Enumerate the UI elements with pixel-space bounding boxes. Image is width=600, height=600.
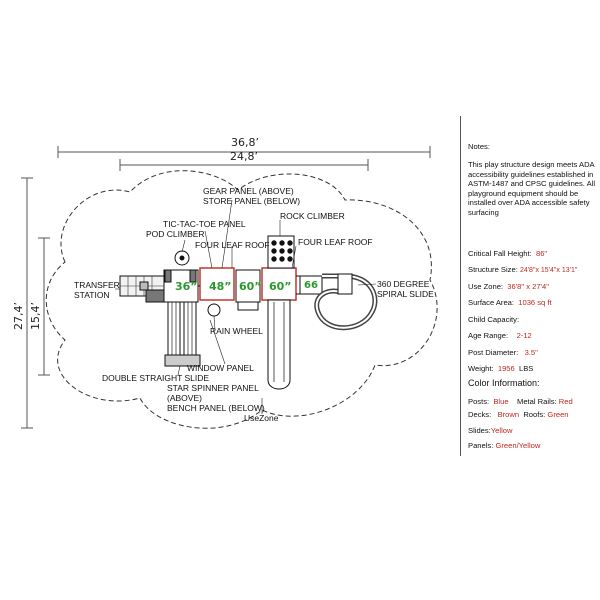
spec-structure-size: Structure Size: 24'8"x 15'4"x 13'1" [468, 265, 578, 274]
double-slide [164, 301, 201, 367]
spec-child-capacity: Child Capacity: [468, 315, 520, 324]
label-pod-climber: POD CLIMBER [146, 229, 205, 239]
label-star-spinner-above: (ABOVE) [167, 393, 202, 403]
label-double-slide: DOUBLE STRAIGHT SLIDE [102, 373, 210, 383]
deck-36: 36” [175, 280, 198, 293]
label-window-panel: WINDOW PANEL [187, 363, 254, 373]
spec-weight: Weight: 1956 LBS [468, 364, 534, 373]
deck-60-b: 60” [269, 280, 292, 293]
notes-title: Notes: [468, 142, 490, 151]
label-gear-panel: GEAR PANEL (ABOVE) [203, 186, 294, 196]
spec-age-range: Age Range: 2-12 [468, 331, 532, 340]
label-four-leaf-roof-1: FOUR LEAF ROOF [195, 240, 270, 250]
label-four-leaf-roof-2: FOUR LEAF ROOF [298, 237, 373, 247]
spec-panel: Notes: This play structure design meets … [460, 116, 600, 456]
long-slide [267, 299, 291, 390]
label-rock-climber: ROCK CLIMBER [280, 211, 345, 221]
inner-height-label: 15,4’ [29, 302, 42, 330]
spec-surface-area: Surface Area: 1036 sq ft [468, 298, 552, 307]
play-structure [119, 235, 378, 390]
label-spiral-2: SPIRAL SLIDE [377, 289, 434, 299]
label-bench-panel: BENCH PANEL (BELOW) [167, 403, 265, 413]
label-rain-wheel: RAIN WHEEL [210, 326, 263, 336]
deck-66: 66 [304, 280, 318, 291]
label-use-zone: UseZone [244, 413, 279, 423]
label-star-spinner: STAR SPINNER PANEL [167, 383, 259, 393]
color-posts-rails: Posts: Blue Metal Rails: Red [468, 397, 573, 406]
label-spiral-1: 360 DEGREE [377, 279, 430, 289]
color-decks-roofs: Decks: Brown Roofs: Green [468, 410, 569, 419]
label-tic-tac-toe: TIC-TAC-TOE PANEL [163, 219, 246, 229]
outer-width-label: 36,8’ [231, 136, 259, 149]
color-slides: Slides:Yellow [468, 426, 513, 435]
deck-60-a: 60” [239, 280, 262, 293]
deck-48: 48” [209, 280, 232, 293]
outer-height-label: 27,4’ [12, 302, 25, 330]
spec-use-zone: Use Zone: 36'8" x 27'4" [468, 282, 549, 291]
leader-lines [115, 199, 377, 414]
spec-critical-fall: Critical Fall Height: 86" [468, 249, 548, 258]
use-zone-boundary [45, 170, 438, 429]
dimension-lines [21, 146, 431, 429]
color-panels: Panels: Green/Yellow [468, 441, 541, 450]
notes-text: This play structure design meets ADA acc… [468, 160, 596, 217]
label-transfer: TRANSFER [74, 280, 120, 290]
spec-post-diameter: Post Diameter: 3.5" [468, 348, 538, 357]
color-info-title: Color Information: [468, 378, 540, 388]
label-store-panel: STORE PANEL (BELOW) [203, 196, 301, 206]
label-station: STATION [74, 290, 110, 300]
inner-width-label: 24,8’ [230, 150, 258, 163]
